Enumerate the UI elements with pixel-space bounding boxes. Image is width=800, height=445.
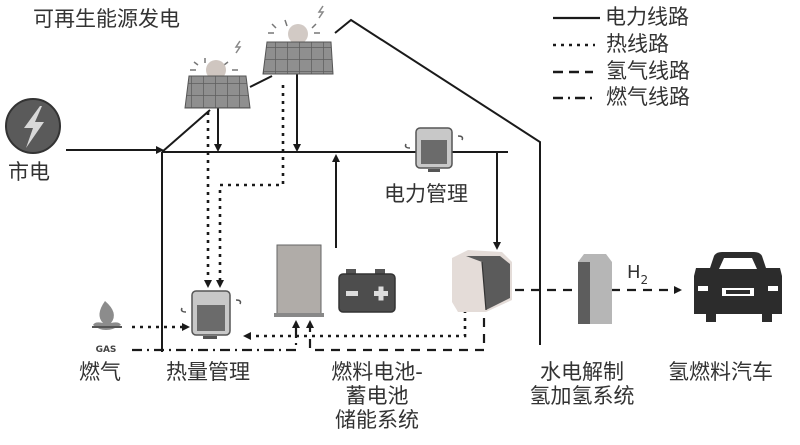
- legend-label-power: 电力线路: [605, 5, 689, 29]
- legend-label-gas: 燃气线路: [606, 85, 690, 109]
- heat-line-storage-to-heat: [243, 302, 467, 340]
- heat-line-solar2: [216, 85, 285, 288]
- h2-flow-label: H2: [627, 262, 648, 287]
- heat-lines: [132, 85, 467, 340]
- battery-icon: [338, 269, 396, 313]
- legend-samples: [553, 16, 600, 100]
- fuel-cell-icon: [274, 244, 324, 317]
- car-label: 氢燃料汽车: [668, 360, 773, 384]
- electrolyzer-icon: [452, 250, 512, 312]
- grid-label: 市电: [8, 160, 50, 184]
- diagram-title: 可再生能源发电: [33, 7, 180, 31]
- electrolysis-label-line-1: 水电解制: [540, 360, 624, 384]
- hydrogen-line-electrolyzer-to-storage: [306, 302, 486, 352]
- gas-flame-icon: [92, 301, 122, 330]
- storage-label-line-2: 蓄电池: [345, 384, 409, 409]
- electrolysis-label-line-2: 氢加氢系统: [529, 384, 635, 409]
- power-line-solar2-link: [249, 75, 273, 88]
- car-icon: [694, 252, 782, 322]
- controller-icon: [404, 127, 464, 172]
- legend-label-heat: 热线路: [606, 32, 669, 56]
- power-line-roof: [334, 18, 541, 345]
- heat-management-label: 热量管理: [166, 360, 250, 384]
- controller-icon: [180, 290, 242, 339]
- gas-badge: GAS: [96, 345, 117, 355]
- storage-label: 燃料电池- 蓄电池 储能系统: [312, 360, 442, 432]
- power-line-solar1-link: [161, 109, 211, 153]
- gas-line-to-storage: [132, 320, 300, 352]
- legend-label-hydrogen: 氢气线路: [606, 59, 690, 83]
- solar-panel-icon: [262, 5, 334, 75]
- storage-label-line-3: 储能系统: [335, 408, 419, 433]
- electrolysis-label: 水电解制 氢加氢系统: [512, 360, 652, 408]
- gas-label: 燃气: [79, 360, 121, 384]
- power-management-label: 电力管理: [384, 182, 468, 206]
- lightning-icon: [5, 98, 61, 154]
- hydrogen-station-icon: [578, 254, 612, 324]
- storage-label-line-1: 燃料电池-: [331, 360, 423, 384]
- solar-panel-icon: [184, 40, 251, 109]
- gas-lines: [132, 320, 300, 352]
